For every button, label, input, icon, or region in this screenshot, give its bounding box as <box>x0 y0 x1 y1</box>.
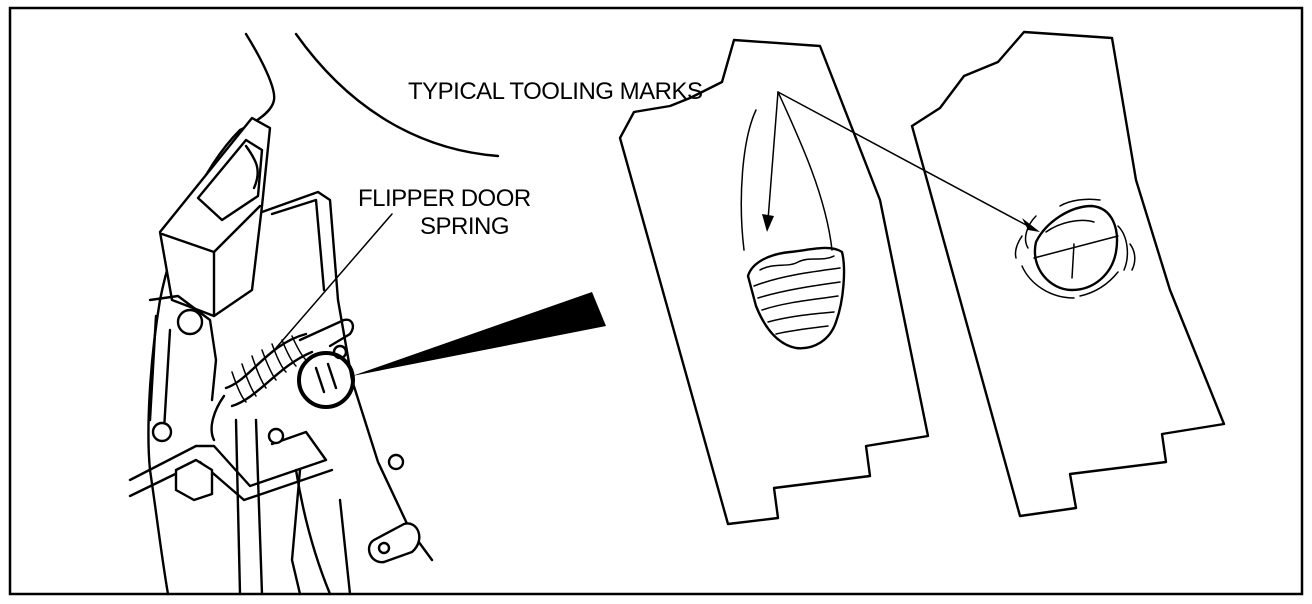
diagram-frame <box>8 6 1304 596</box>
key-blank-left <box>618 38 930 526</box>
highlight-circle <box>297 351 355 409</box>
cable <box>294 468 332 596</box>
key-blank-right <box>910 30 1226 518</box>
bolt-head-mid <box>267 427 285 445</box>
bolt-nut <box>174 458 214 502</box>
bolt-head-small <box>176 308 204 336</box>
tooling-arrow-right <box>777 91 1040 232</box>
flipper-door-spring <box>210 332 314 442</box>
rod-left <box>148 314 172 432</box>
tooling-arrow-curve <box>777 91 833 251</box>
magnify-wedge <box>352 292 606 376</box>
housing-arc <box>294 32 500 158</box>
frame-plate-left <box>148 294 218 402</box>
flipper-door-slot <box>196 138 264 222</box>
flipper-door-hook <box>244 144 259 190</box>
linkage-bar <box>128 430 328 488</box>
body-outline-lower <box>148 468 170 596</box>
tooling-arrow-left <box>762 91 779 232</box>
spring-leader-line <box>275 213 393 349</box>
spring-axle <box>298 318 355 348</box>
flipper-door-block <box>158 116 272 318</box>
tooling-label: TYPICAL TOOLING MARKS <box>408 78 702 105</box>
spring-label-line1: FLIPPER DOOR <box>358 185 531 212</box>
rod-lower <box>234 418 264 596</box>
bottom-pin-hole <box>377 541 391 555</box>
bottom-pin <box>367 522 421 564</box>
lock-mechanism-illustration <box>128 32 606 596</box>
frame-plate-inner <box>270 198 326 292</box>
bolt-head-far <box>387 453 405 471</box>
rod-lower-right <box>290 468 352 596</box>
frame-plate <box>260 190 434 562</box>
linkage-bar-lower <box>128 460 334 502</box>
tooling-mark-left <box>740 109 846 350</box>
highlight-pin <box>314 362 338 394</box>
tooling-mark-right <box>1014 198 1136 299</box>
bolt-head-left <box>151 421 173 443</box>
spring-label-line2: SPRING <box>420 213 509 240</box>
